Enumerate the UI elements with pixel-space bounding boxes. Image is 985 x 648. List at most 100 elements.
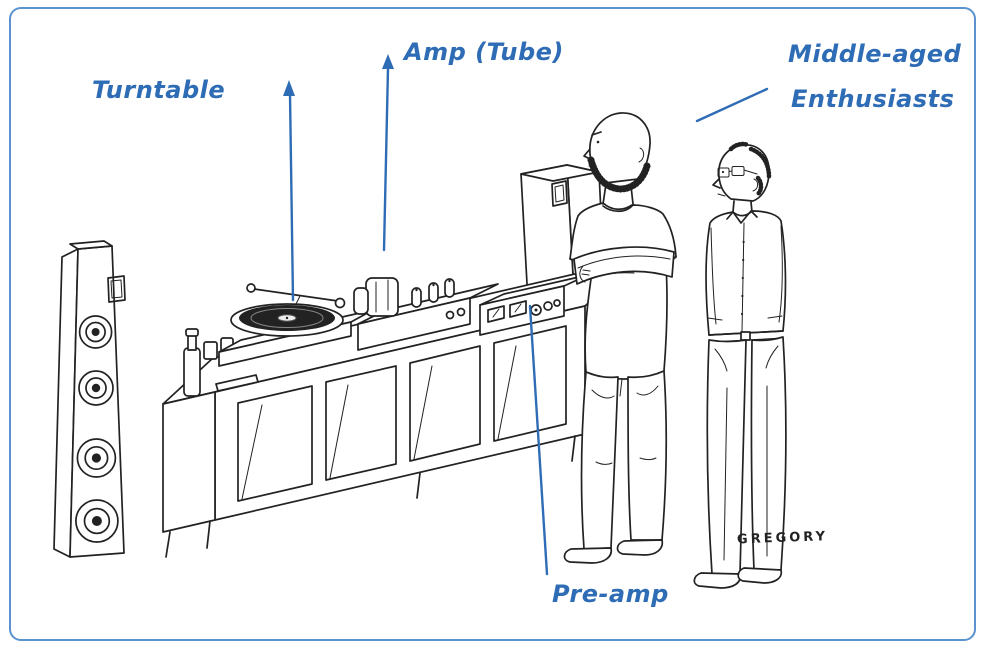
- hair-side: [755, 175, 764, 197]
- turntable-label: Turntable: [92, 76, 225, 104]
- amp-knob: [456, 307, 466, 317]
- meter-needle: [514, 303, 522, 313]
- enthusiasts-label-line1: Middle-aged: [788, 40, 962, 68]
- pocket-slit: [714, 348, 728, 372]
- amp-arrowhead-icon: [382, 54, 394, 69]
- pre-amp: [479, 274, 589, 336]
- record-brush: [215, 374, 259, 392]
- vacuum-tube: [444, 278, 455, 298]
- leaning-record: [241, 404, 263, 500]
- record-compartment: [409, 345, 481, 462]
- leaning-record: [497, 345, 517, 440]
- preamp-label: Pre-amp: [552, 580, 669, 608]
- tonearm-counterweight: [246, 283, 256, 293]
- tube-tip: [448, 279, 451, 283]
- preamp-front: [479, 285, 565, 336]
- enthusiasts-label-line2: Enthusiasts: [791, 85, 954, 113]
- eye: [596, 140, 600, 144]
- tonearm: [253, 288, 339, 302]
- jeans-pocket: [591, 389, 615, 399]
- belt-buckle: [740, 331, 751, 341]
- bottle-neck: [187, 334, 197, 351]
- shirt-collar: [726, 210, 758, 224]
- amp-leader-line: [382, 66, 390, 252]
- cabinet-leg: [206, 520, 211, 549]
- cabinet-leg: [416, 472, 421, 499]
- ear: [752, 178, 759, 192]
- button: [742, 240, 745, 244]
- woofer: [78, 370, 114, 406]
- ear: [638, 147, 645, 163]
- cabinet-left-side: [162, 391, 216, 533]
- neck-line: [630, 185, 634, 205]
- trouser-right-leg: [750, 336, 787, 571]
- shoe: [693, 572, 742, 589]
- cuff: [767, 315, 783, 319]
- artist-signature: GREGORY: [737, 529, 828, 547]
- tube-tip: [415, 288, 418, 292]
- amp-label: Amp (Tube): [402, 38, 564, 66]
- amp-transformer-small: [353, 287, 369, 315]
- cleaning-bottle: [183, 347, 201, 397]
- jeans-pocket: [636, 385, 659, 396]
- amp-transformer: [365, 277, 399, 317]
- cuff: [707, 317, 723, 321]
- hand-detail: [579, 265, 591, 283]
- tube-tip: [432, 283, 435, 287]
- knee-wrinkle: [595, 461, 613, 465]
- jar: [203, 341, 218, 360]
- knee-wrinkle: [639, 457, 657, 460]
- button: [740, 312, 744, 316]
- record-compartment: [493, 325, 567, 442]
- preamp-leader-line: [528, 304, 549, 576]
- shirt-torso: [705, 210, 787, 336]
- arm-detail: [585, 272, 635, 281]
- nose: [583, 148, 593, 161]
- eye: [721, 170, 725, 174]
- vu-meter: [509, 300, 527, 318]
- jeans-fly: [619, 378, 623, 397]
- button: [741, 276, 744, 280]
- nose: [712, 178, 721, 189]
- leaning-record: [413, 365, 433, 460]
- left-speaker: [53, 240, 126, 558]
- eyebrow: [591, 131, 602, 136]
- cabinet-leg: [165, 531, 171, 558]
- preamp-knob: [553, 299, 561, 307]
- left-speaker-tweeter-inner: [110, 279, 123, 299]
- preamp-knob: [543, 301, 553, 311]
- man-glasses-enthusiast: [693, 141, 787, 589]
- turntable: [218, 283, 374, 367]
- woofer: [76, 438, 117, 478]
- record-compartment: [237, 385, 313, 502]
- amp-front: [357, 297, 471, 351]
- tshirt-collar: [602, 205, 633, 213]
- enthusiasts-leader-line: [695, 87, 769, 123]
- turntable-leader-line: [288, 92, 295, 302]
- neck-line: [732, 200, 735, 213]
- tube-amp: [353, 277, 499, 351]
- bottle-cap: [185, 328, 199, 337]
- jeans-left-leg: [580, 371, 619, 550]
- mouth: [717, 193, 726, 197]
- sleeve: [710, 227, 717, 325]
- shoe: [737, 567, 783, 584]
- turntable-arrowhead-icon: [283, 80, 295, 96]
- hair-top: [728, 141, 751, 152]
- annotation-layer: Turntable Amp (Tube) Middle-aged Enthusi…: [92, 38, 962, 608]
- right-speaker-tweeter: [551, 180, 568, 207]
- meter-needle: [492, 308, 500, 318]
- man-bald-enthusiast: [563, 112, 677, 564]
- shoe: [616, 539, 664, 556]
- tonearm-pivot: [334, 297, 346, 309]
- button: [742, 258, 745, 262]
- amp-knob: [445, 310, 455, 320]
- beard: [587, 156, 651, 193]
- glasses-temple: [743, 169, 758, 175]
- sleeve: [778, 225, 783, 323]
- cabinet-leg: [571, 435, 576, 462]
- woofer: [78, 315, 113, 349]
- arm-detail: [577, 255, 671, 269]
